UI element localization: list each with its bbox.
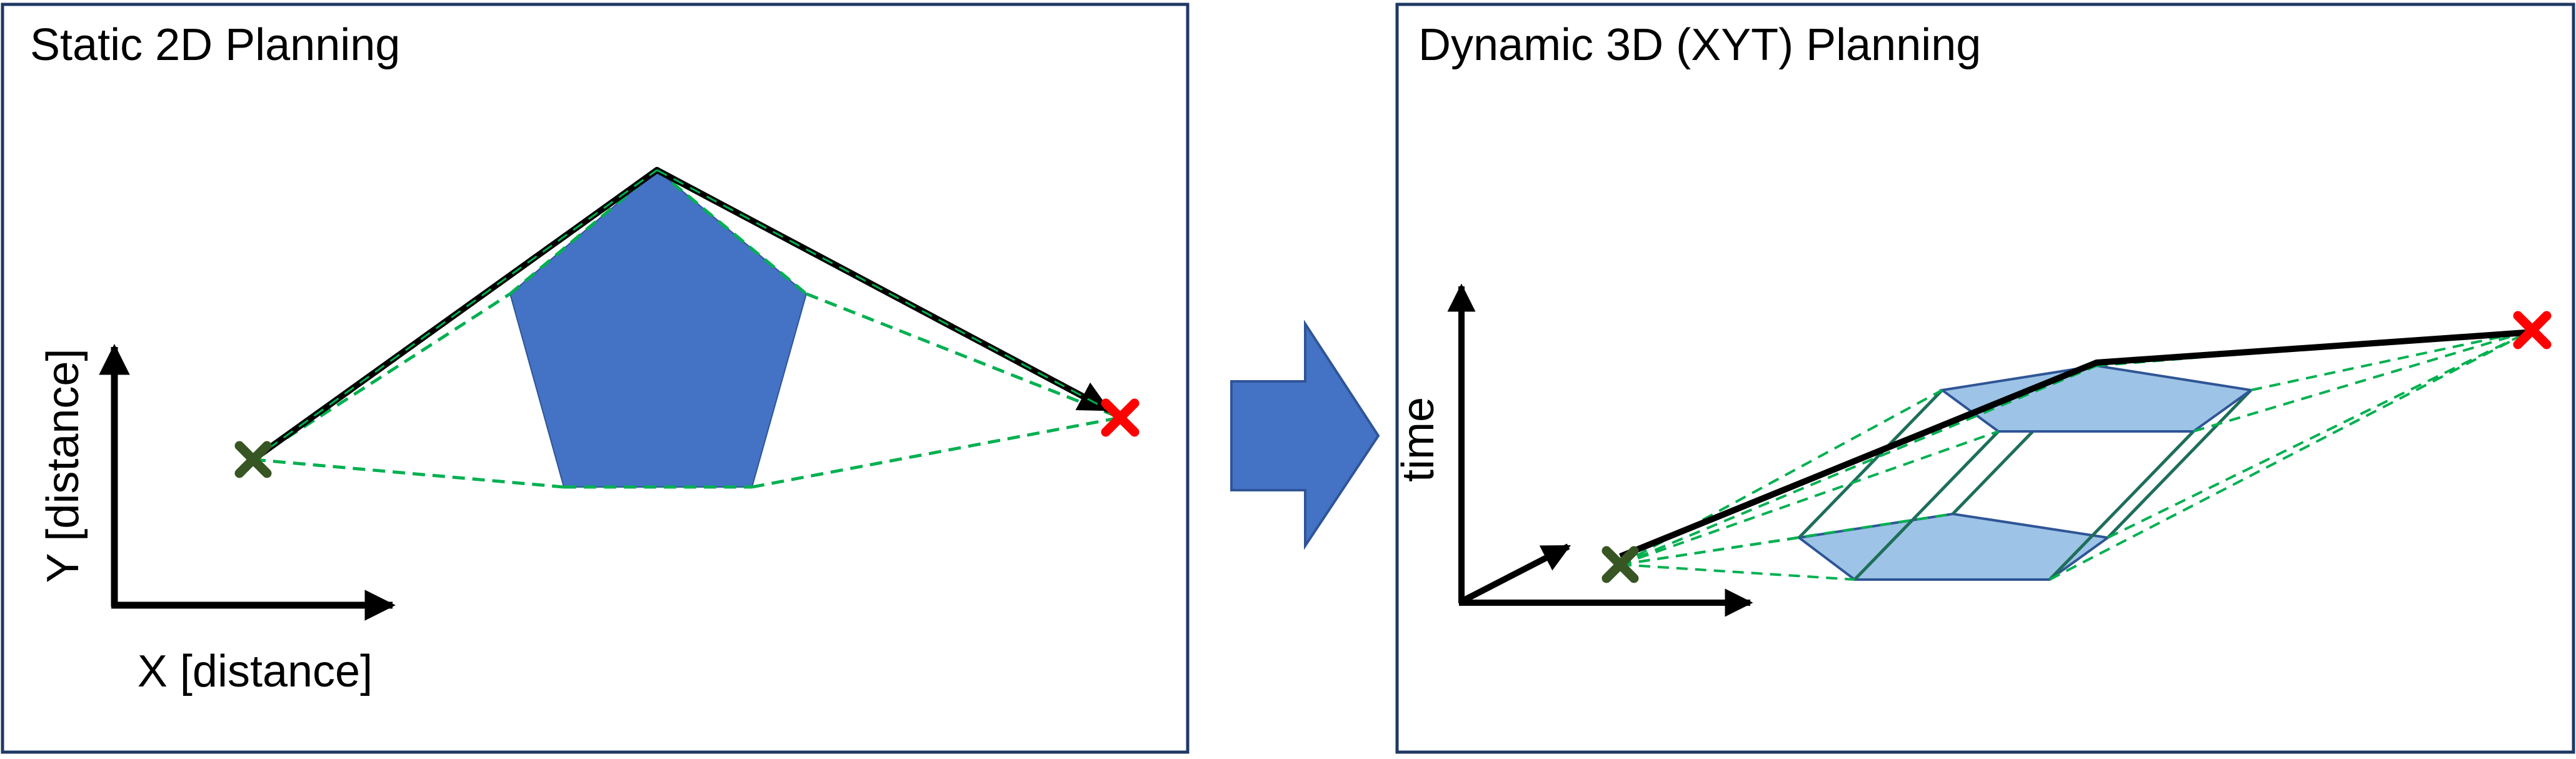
x-axis-label: X [distance] <box>138 646 373 696</box>
start-x-mark-icon <box>234 441 272 478</box>
left-panel-title: Static 2D Planning <box>30 20 400 70</box>
y-axis-3d-line <box>1460 543 1571 605</box>
shortest-path-3d <box>1619 329 2526 560</box>
obstacle-prism-edges <box>1798 364 2252 581</box>
visibility-edge <box>751 416 1121 489</box>
visibility-edge <box>656 169 808 295</box>
start-x-mark-icon <box>1601 546 1639 583</box>
path-overlay-dashed <box>656 169 1108 411</box>
visibility-edge <box>806 292 1121 420</box>
time-axis-label: time <box>1393 397 1443 482</box>
goal-x-mark-icon <box>1101 398 1140 437</box>
shortest-path-2d <box>250 167 1111 463</box>
path-overlay-dashed <box>253 169 658 461</box>
static-2d-panel: Static 2D Planning Y [distance] X [dista… <box>1 3 1190 754</box>
right-panel-title: Dynamic 3D (XYT) Planning <box>1418 20 1981 70</box>
visibility-edge <box>253 458 564 489</box>
right-arrow-icon <box>1230 319 1380 550</box>
goal-x-mark-icon <box>2513 311 2552 349</box>
dynamic-3d-panel: Dynamic 3D (XYT) Planning time <box>1393 3 2575 754</box>
y-axis-label: Y [distance] <box>38 349 88 583</box>
right-panel-frame <box>1395 3 2575 754</box>
